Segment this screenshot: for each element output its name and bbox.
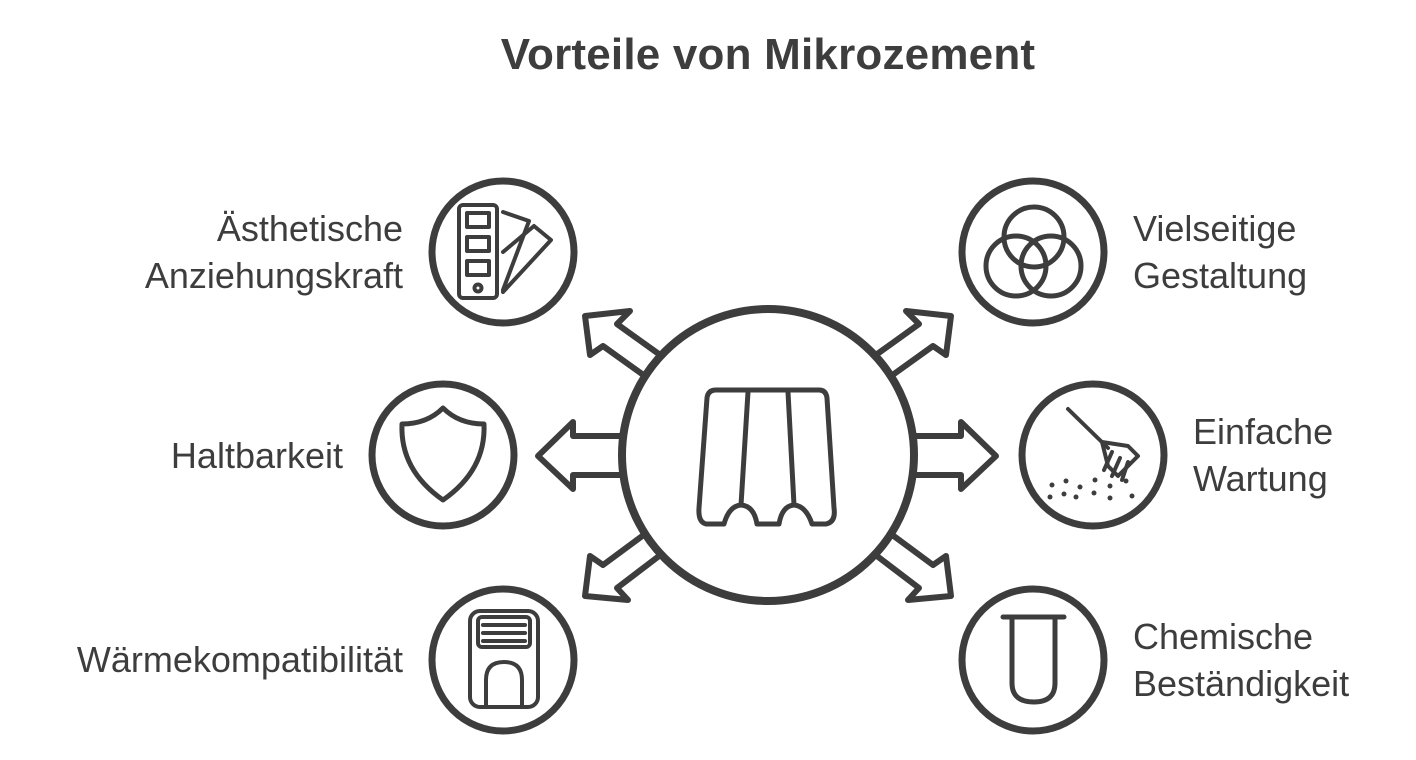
arrow-bottom-left <box>582 528 666 603</box>
microcement-trowel-icon <box>696 387 837 527</box>
benefit-label-line: Chemische <box>1133 616 1314 657</box>
dust-dots <box>1047 477 1135 501</box>
arrows <box>535 308 999 603</box>
arrow-left <box>535 419 628 492</box>
color-swatch-icon <box>457 203 553 300</box>
test-tube-icon <box>1000 614 1067 705</box>
broom-icon <box>1066 407 1140 482</box>
benefit-label-durability: Haltbarkeit <box>171 432 343 479</box>
benefit-circle-design <box>958 177 1108 327</box>
arrow-right <box>906 419 999 492</box>
benefit-label-line: Haltbarkeit <box>170 435 343 476</box>
benefit-label-aesthetic: Ästhetische Anziehungskraft <box>145 205 403 299</box>
benefit-label-line: Wartung <box>1193 458 1328 499</box>
shield-icon <box>399 405 487 503</box>
benefit-label-maintenance: Einfache Wartung <box>1193 408 1333 502</box>
benefit-label-line: Anziehungskraft <box>144 255 403 296</box>
heater-icon <box>468 609 540 709</box>
arrow-bottom-right <box>870 528 954 603</box>
benefit-label-heat: Wärmekompatibilität <box>77 636 403 683</box>
benefit-label-line: Wärmekompatibilität <box>76 639 403 680</box>
benefit-circle-durability <box>368 380 518 530</box>
benefit-circle-maintenance <box>1018 380 1168 530</box>
overlapping-circles-icon <box>983 204 1084 299</box>
benefit-label-line: Vielseitige <box>1133 208 1297 249</box>
center-hub <box>618 305 918 605</box>
benefit-circle-chemical <box>958 585 1108 735</box>
benefit-label-line: Einfache <box>1193 411 1334 452</box>
diagram-title: Vorteile von Mikrozement <box>500 30 1036 79</box>
arrow-top-left <box>582 308 666 382</box>
benefit-label-line: Ästhetische <box>216 208 403 249</box>
benefit-label-line: Gestaltung <box>1133 255 1308 296</box>
benefit-label-line: Beständigkeit <box>1133 663 1350 704</box>
arrow-top-right <box>870 308 954 382</box>
benefit-label-design: Vielseitige Gestaltung <box>1133 205 1307 299</box>
benefit-label-chemical: Chemische Beständigkeit <box>1133 613 1349 707</box>
